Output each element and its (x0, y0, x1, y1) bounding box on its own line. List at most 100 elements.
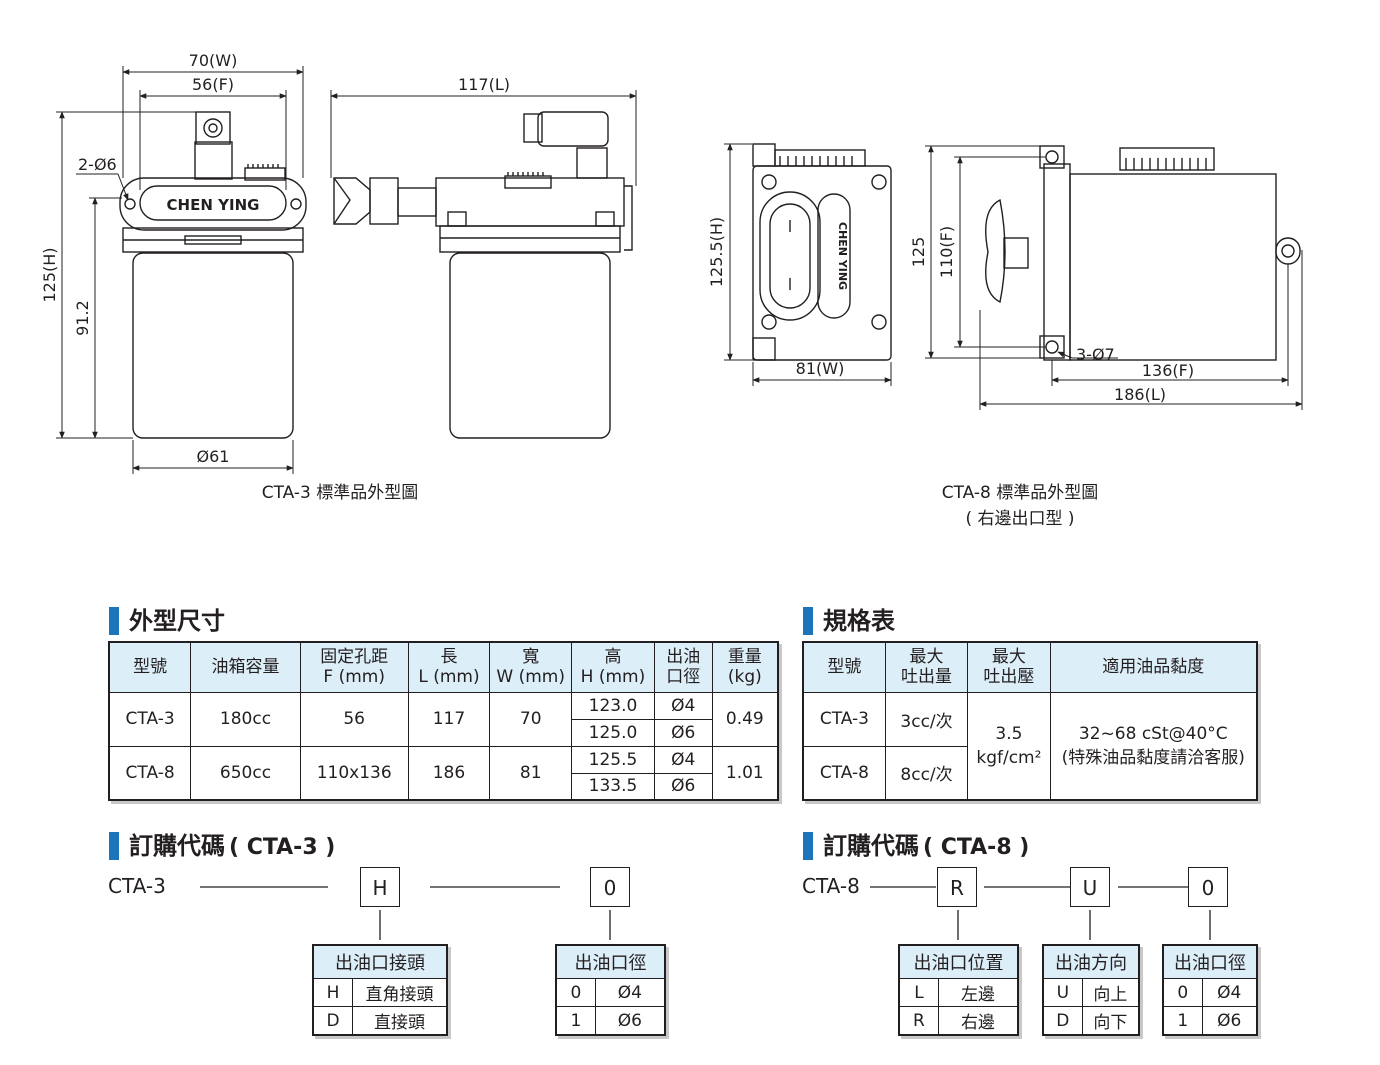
dim-cta3-height: 125(H) (40, 247, 59, 302)
hdr-weight: 重量(kg) (711, 641, 779, 693)
dim-cta8-hole: 3-Ø7 (1076, 345, 1115, 364)
dim-cta3-width: 70(W) (189, 51, 238, 70)
dim-cta3-height2: 91.2 (73, 300, 92, 336)
order-cta3-connectors (200, 886, 611, 940)
cta8-side-view (985, 145, 1301, 361)
dim-cta8-width: 81(W) (796, 359, 845, 378)
cell-length: 117 (407, 691, 491, 747)
table-row: CTA-8 650cc 110x136 186 81 125.5 Ø4 1.01 (108, 745, 779, 801)
hdr-outlet: 出油口徑 (653, 641, 713, 693)
cta3-front-view (119, 111, 307, 439)
cta3-brand-label: CHEN YING (167, 196, 260, 214)
cell-outlet: Ø6 (653, 718, 713, 747)
dim-cta8-fix-v: 110(F) (937, 226, 956, 278)
cell-fix: 56 (299, 691, 409, 747)
hdr-viscosity: 適用油品黏度 (1049, 641, 1258, 693)
cell-pressure: 3.5 kgf/cm² (967, 691, 1051, 801)
hdr-capacity: 油箱容量 (190, 641, 301, 693)
cta8-drawing-caption-sub: ( 右邊出口型 ) (965, 509, 1075, 529)
order-cta8-code-direction: U (1070, 867, 1110, 907)
order-cta8-title: 訂購代碼( CTA-8 ) (803, 831, 1029, 861)
table-row: CTA-3 3cc/次 3.5 kgf/cm² 32~68 cSt@40°C (… (802, 691, 1258, 801)
cta3-drawing-caption: CTA-3 標準品外型圖 (261, 483, 419, 503)
order-cta3-title: 訂購代碼( CTA-3 ) (109, 831, 335, 861)
cta8-brand-label: CHEN YING (836, 222, 849, 290)
specs-section-title: 規格表 (803, 606, 895, 636)
order-cta3-model: CTA-3 (108, 874, 166, 898)
cell-width: 70 (489, 691, 573, 747)
cell-height: 125.0 (571, 718, 655, 747)
dim-cta8-length: 186(L) (1114, 385, 1166, 404)
technical-drawings: CHEN YING CHEN YING (40, 51, 1303, 474)
cell-outlet: Ø4 (653, 691, 713, 720)
cell-width: 81 (489, 745, 573, 801)
table-row: 133.5 Ø6 (109, 772, 778, 801)
cell-capacity: 650cc (190, 745, 301, 801)
dimensions-title-text: 外型尺寸 (129, 607, 225, 635)
cell-model: CTA-3 (802, 691, 886, 747)
cta3-side-view (333, 111, 633, 439)
cell-outlet: Ø6 (653, 772, 713, 801)
table-row: CTA-3 180cc 56 117 70 123.0 Ø4 0.49 (108, 691, 779, 747)
opt-header: 出油方向 (1042, 944, 1140, 979)
dim-cta8-height: 125.5(H) (707, 217, 726, 287)
order-cta3-code-diameter: 0 (590, 867, 630, 907)
cell-height: 125.5 (571, 745, 655, 774)
cell-length: 186 (407, 745, 491, 801)
cell-model: CTA-8 (802, 745, 886, 801)
hdr-max-flow: 最大吐出量 (884, 641, 969, 693)
cell-viscosity: 32~68 cSt@40°C (特殊油品黏度請洽客服) (1049, 691, 1258, 801)
cell-height: 123.0 (571, 691, 655, 720)
cell-model: CTA-8 (108, 745, 192, 801)
table-row: 125.0 Ø6 (109, 718, 778, 747)
cell-capacity: 180cc (190, 691, 301, 747)
cell-flow: 8cc/次 (884, 745, 969, 801)
order-cta8-code-position: R (937, 867, 977, 907)
dim-cta3-hole: 2-Ø6 (78, 155, 117, 174)
cell-model: CTA-3 (108, 691, 192, 747)
order-cta8-code-diameter: 0 (1188, 867, 1228, 907)
hdr-model: 型號 (108, 641, 192, 693)
opt-header: 出油口接頭 (312, 944, 448, 979)
specs-title-text: 規格表 (823, 607, 895, 635)
cell-height: 133.5 (571, 772, 655, 801)
dimensions-section-title: 外型尺寸 (109, 606, 225, 636)
table-row: CTA-8 8cc/次 (802, 745, 1257, 801)
order-cta3-code-connector: H (360, 867, 400, 907)
cell-weight: 1.01 (711, 745, 779, 801)
cell-weight: 0.49 (711, 691, 779, 747)
cta8-drawing-caption: CTA-8 標準品外型圖 (941, 483, 1099, 503)
order-cta8-connectors (870, 886, 1211, 940)
opt-header: 出油口位置 (898, 944, 1019, 979)
hdr-max-pressure: 最大吐出壓 (967, 641, 1051, 693)
order-cta8-model: CTA-8 (802, 874, 860, 898)
hdr-model: 型號 (802, 641, 886, 693)
opt-header: 出油口徑 (1162, 944, 1258, 979)
dim-cta3-fix: 56(F) (192, 75, 234, 94)
cell-outlet: Ø4 (653, 745, 713, 774)
cta8-front-view (752, 143, 892, 361)
dim-cta3-diameter: Ø61 (197, 447, 230, 466)
specs-table: 型號 最大吐出量 最大吐出壓 適用油品黏度 CTA-3 3cc/次 3.5 kg… (802, 641, 1258, 801)
dim-cta8-fix-h: 136(F) (1142, 361, 1194, 380)
cell-flow: 3cc/次 (884, 691, 969, 747)
